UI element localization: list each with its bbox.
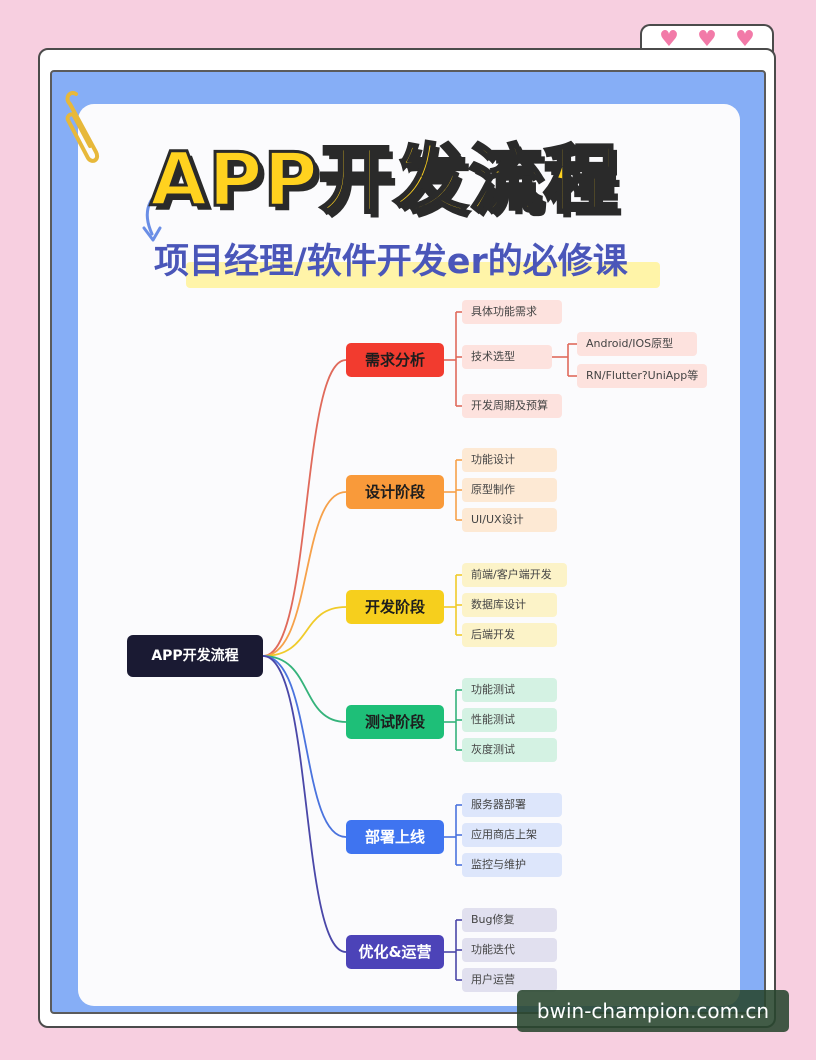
mindmap-root: APP开发流程 [127,635,263,677]
heart-icon: ♥ [735,27,755,52]
mindmap-branch: 优化&运营 [346,935,444,969]
connector-line [262,655,347,953]
mindmap-leaf: 开发周期及预算 [462,394,562,418]
mindmap-leaf: Bug修复 [462,908,557,932]
paper-sheet [78,104,740,1006]
curved-arrow-icon [142,186,172,242]
connector-line [262,606,347,657]
mindmap-leaf: 具体功能需求 [462,300,562,324]
connector-line [262,655,347,838]
subtitle-highlight [186,262,660,288]
mindmap-leaf: 灰度测试 [462,738,557,762]
mindmap-leaf: 前端/客户端开发 [462,563,567,587]
mindmap-leaf: 用户运营 [462,968,557,992]
mindmap-subleaf: Android/IOS原型 [577,332,697,356]
mindmap-branch: 需求分析 [346,343,444,377]
mindmap-leaf: 功能迭代 [462,938,557,962]
mindmap-branch: 部署上线 [346,820,444,854]
connector-line [262,491,347,657]
mindmap-branch: 设计阶段 [346,475,444,509]
mindmap-leaf: UI/UX设计 [462,508,557,532]
connector-line [262,359,347,657]
mindmap-leaf: 性能测试 [462,708,557,732]
mindmap-branch: 测试阶段 [346,705,444,739]
mindmap-subleaf: RN/Flutter?UniApp等 [577,364,707,388]
mindmap-leaf: 服务器部署 [462,793,562,817]
watermark: bwin-champion.com.cn [517,990,789,1032]
mindmap-leaf: 应用商店上架 [462,823,562,847]
mindmap-branch: 开发阶段 [346,590,444,624]
mindmap-leaf: 功能测试 [462,678,557,702]
mindmap-leaf: 监控与维护 [462,853,562,877]
paperclip-icon [65,91,99,163]
page-subtitle: 项目经理/软件开发er的必修课 [154,242,628,282]
mindmap-leaf: 原型制作 [462,478,557,502]
page-title: APP开发流程 [149,136,620,225]
mindmap-leaf: 技术选型 [462,345,552,369]
mindmap-leaf: 后端开发 [462,623,557,647]
heart-icon: ♥ [697,27,717,52]
mindmap-leaf: 功能设计 [462,448,557,472]
connector-line [262,655,347,723]
mindmap-leaf: 数据库设计 [462,593,557,617]
heart-icon: ♥ [659,27,679,52]
